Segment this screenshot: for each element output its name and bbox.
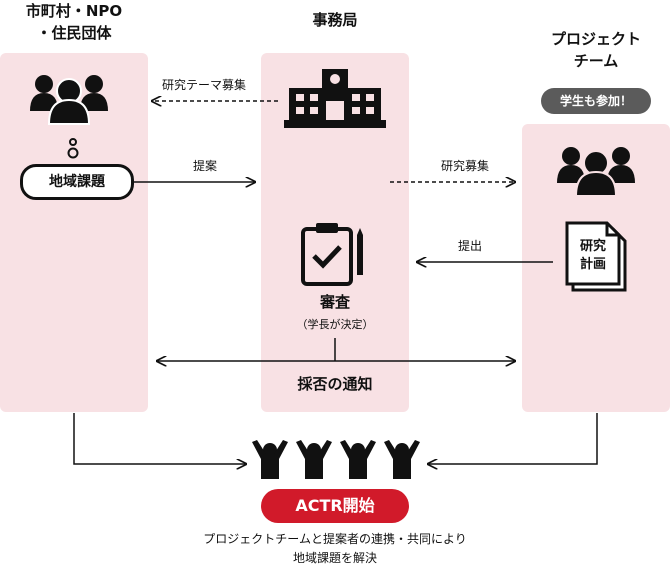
research-recruit-label: 研究募集 (440, 159, 489, 173)
submit-label: 提出 (457, 239, 482, 253)
people-group-icon (30, 75, 108, 125)
right-to-start-arrow (428, 413, 598, 464)
theme-recruit-label: 研究テーマ募集 (161, 78, 246, 92)
right-title-line1: プロジェクト (550, 30, 641, 48)
review-label: 審査 (319, 293, 350, 311)
school-building-icon (284, 69, 386, 128)
result-description-line1: プロジェクトチームと提案者の連携・共同により (203, 532, 467, 546)
student-participation-badge: 学生も参加！ (541, 88, 651, 114)
result-description-line2: 地域課題を解決 (292, 551, 377, 565)
regional-issue-box: 地域課題 (20, 164, 134, 200)
review-note: （学長が決定） (296, 318, 374, 331)
left-column-title: 市町村・NPO ・住民団体 (0, 0, 148, 44)
clipboard-check-icon (301, 223, 363, 286)
left-to-start-arrow (73, 413, 246, 464)
proposal-label: 提案 (192, 159, 217, 173)
team-group-icon (557, 147, 635, 197)
research-plan-document-icon (565, 221, 627, 292)
right-column-title: プロジェクト チーム (522, 28, 670, 72)
left-title-line2: ・住民団体 (36, 24, 112, 42)
cheering-people-icon (252, 440, 420, 479)
left-title-line1: 市町村・NPO (25, 2, 123, 20)
doc-line2: 計画 (579, 257, 606, 272)
actr-start-badge: ACTR開始 (261, 489, 409, 523)
doc-line1: 研究 (579, 239, 606, 254)
right-title-line2: チーム (573, 52, 619, 70)
notify-label: 採否の通知 (297, 375, 373, 393)
thought-bubble-icon (67, 138, 79, 159)
research-plan-text: 研究 計画 (567, 238, 619, 274)
center-column-title: 事務局 (312, 11, 358, 29)
